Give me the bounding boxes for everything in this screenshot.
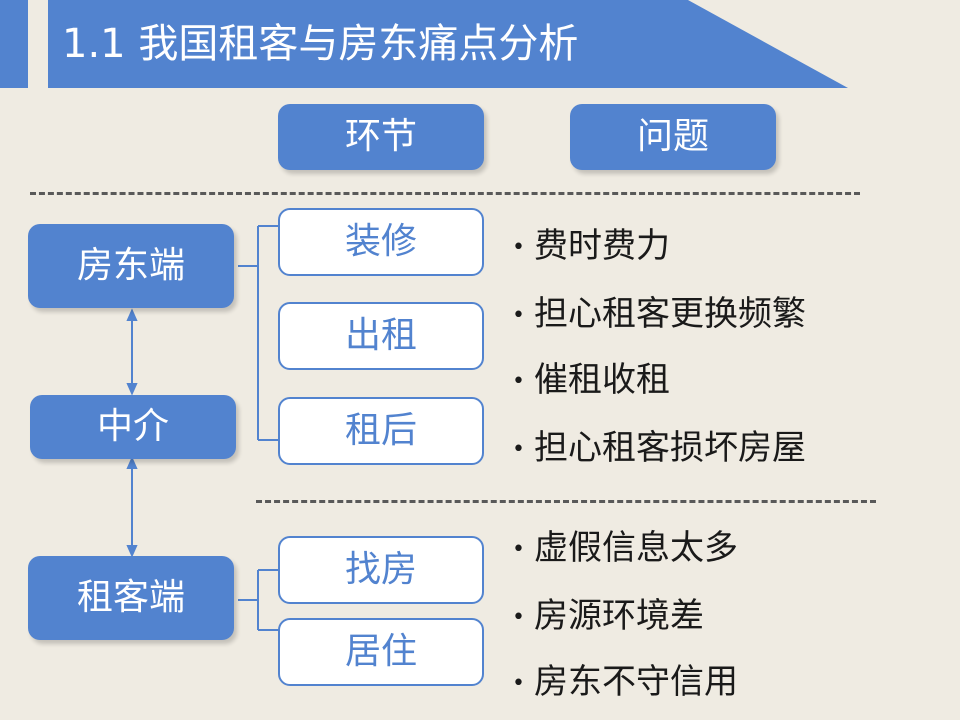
bullet-icon: •	[512, 368, 525, 394]
bullet-icon: •	[512, 670, 525, 696]
tenant-issue-item: •虚假信息太多	[512, 526, 738, 572]
stage-house-hunting: 找房	[278, 536, 484, 604]
landlord-box: 房东端	[28, 224, 234, 308]
bullet-icon: •	[512, 604, 525, 630]
stage-renovation: 装修	[278, 208, 484, 276]
bullet-icon: •	[512, 436, 525, 462]
title-accent-bar	[0, 0, 28, 88]
tenant-box: 租客端	[28, 556, 234, 640]
header-stage: 环节	[278, 104, 484, 170]
landlord-issue-item: •担心租客更换频繁	[512, 292, 806, 338]
bullet-icon: •	[512, 302, 525, 328]
title-banner	[48, 0, 848, 88]
tenant-issue-item: •房源环境差	[512, 594, 704, 640]
stage-after-rent: 租后	[278, 397, 484, 465]
agent-box: 中介	[30, 395, 236, 459]
header-problem: 问题	[570, 104, 776, 170]
landlord-issue-item: •费时费力	[512, 224, 670, 270]
tenant-issue-item: •房东不守信用	[512, 660, 738, 706]
landlord-issue-item: •催租收租	[512, 358, 670, 404]
stage-living: 居住	[278, 618, 484, 686]
divider-top	[30, 192, 860, 195]
bullet-icon: •	[512, 234, 525, 260]
landlord-issue-item: •担心租客损坏房屋	[512, 426, 806, 472]
bullet-icon: •	[512, 536, 525, 562]
divider-middle	[256, 500, 876, 503]
stage-renting-out: 出租	[278, 302, 484, 370]
page-title: 1.1 我国租客与房东痛点分析	[62, 21, 579, 67]
